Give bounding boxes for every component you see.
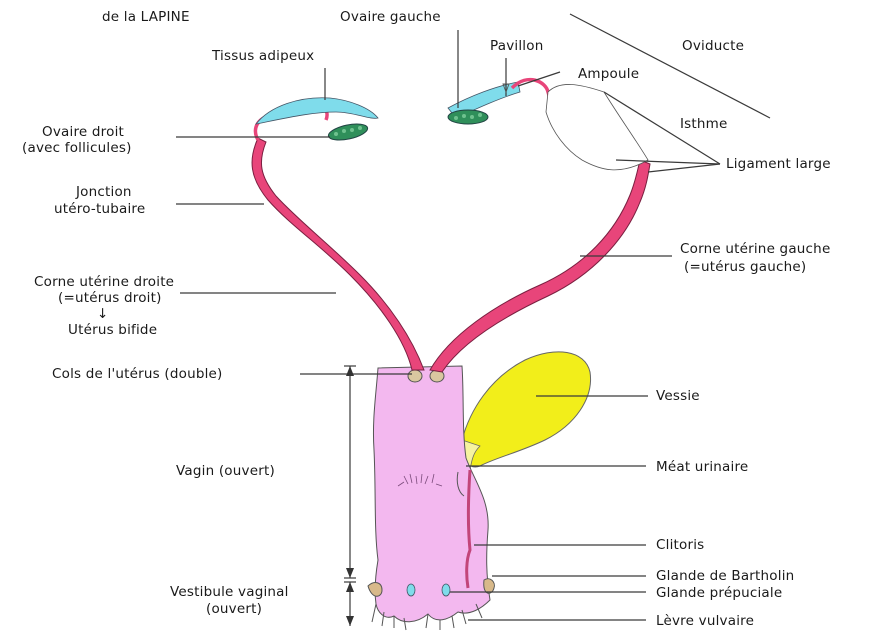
ovary-right: [327, 121, 369, 143]
label-cols: Cols de l'utérus (double): [52, 366, 223, 382]
label-vestibule-2: (ouvert): [206, 601, 262, 617]
label-corne-gauche-1: Corne utérine gauche: [680, 241, 830, 257]
label-isthme: Isthme: [680, 116, 728, 132]
label-ligament-large: Ligament large: [726, 156, 831, 172]
bartholin-gland-right: [484, 579, 495, 594]
label-oviducte: Oviducte: [682, 38, 744, 54]
header-title-fragment: de la LAPINE: [102, 9, 190, 25]
label-uterus-bifide: Utérus bifide: [68, 322, 157, 338]
label-preputiale: Glande prépuciale: [656, 585, 782, 601]
adipose-tissue-right: [256, 98, 378, 124]
bladder-shape: [462, 352, 591, 467]
ovary-left: [448, 110, 488, 124]
cervix-left: [408, 370, 422, 382]
uterine-horn-left: [430, 160, 650, 372]
label-clitoris: Clitoris: [656, 537, 704, 553]
label-jonction-2: utéro-tubaire: [54, 201, 145, 217]
label-corne-droite-1: Corne utérine droite: [34, 274, 174, 290]
label-arrow-down: ↓: [97, 306, 109, 322]
label-levre: Lèvre vulvaire: [656, 613, 754, 629]
label-pavillon: Pavillon: [490, 38, 543, 54]
label-meat: Méat urinaire: [656, 459, 748, 475]
label-vagin: Vagin (ouvert): [176, 463, 275, 479]
label-corne-droite-2: (=utérus droit): [58, 290, 162, 306]
label-ovaire-gauche: Ovaire gauche: [340, 9, 441, 25]
preputial-gland-left: [407, 584, 415, 596]
broad-ligament: [546, 84, 648, 169]
label-jonction-1: Jonction: [75, 184, 132, 200]
preputial-gland-right: [442, 584, 450, 596]
label-vestibule-1: Vestibule vaginal: [170, 584, 289, 600]
label-ovaire-droit-2: (avec follicules): [22, 140, 132, 156]
vagina-shape: [373, 366, 490, 622]
label-ovaire-droit-1: Ovaire droit: [42, 124, 124, 140]
label-vessie: Vessie: [656, 388, 700, 404]
label-bartholin: Glande de Bartholin: [656, 568, 794, 584]
label-tissus-adipeux: Tissus adipeux: [211, 48, 314, 64]
bartholin-gland-left: [368, 583, 382, 597]
label-ampoule: Ampoule: [578, 66, 639, 82]
uterine-horn-right: [252, 138, 424, 370]
label-corne-gauche-2: (=utérus gauche): [684, 259, 806, 275]
